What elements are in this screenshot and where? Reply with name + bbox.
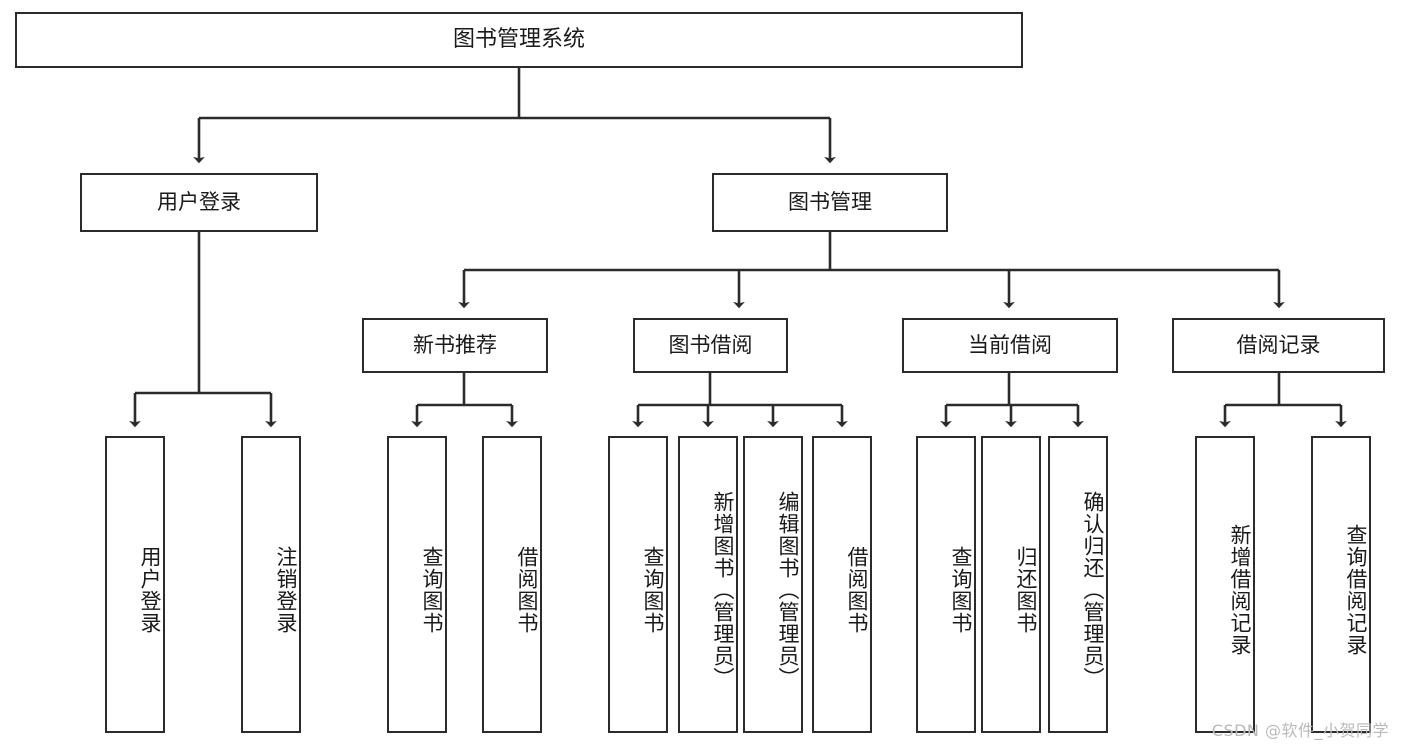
- node-label: 当前借阅: [968, 333, 1052, 358]
- node-label: 查询图书: [641, 545, 665, 634]
- leaf-user-login-signin[interactable]: 用户登录: [105, 436, 165, 733]
- node-label: 编辑图书（管理员）: [776, 490, 800, 689]
- leaf-user-login-signout[interactable]: 注销登录: [241, 436, 301, 733]
- node-label: 借阅图书: [845, 545, 869, 634]
- node-borrow-record[interactable]: 借阅记录: [1172, 318, 1385, 373]
- node-label: 用户登录: [157, 190, 241, 215]
- node-label: 确认归还（管理员）: [1081, 490, 1105, 689]
- node-label: 图书借阅: [668, 333, 753, 358]
- node-current-borrow[interactable]: 当前借阅: [902, 318, 1118, 373]
- watermark: CSDN @软件_小贺同学: [1211, 721, 1389, 740]
- leaf-record-add-record[interactable]: 新增借阅记录: [1195, 436, 1255, 733]
- leaf-borrow-borrow-book[interactable]: 借阅图书: [812, 436, 872, 733]
- leaf-borrow-add-book-admin[interactable]: 新增图书（管理员）: [678, 436, 738, 733]
- leaf-borrow-edit-book-admin[interactable]: 编辑图书（管理员）: [743, 436, 803, 733]
- node-book-management[interactable]: 图书管理: [712, 173, 948, 232]
- node-root-system[interactable]: 图书管理系统: [15, 12, 1023, 68]
- node-label: 归还图书: [1014, 545, 1038, 634]
- node-label: 查询图书: [949, 545, 973, 634]
- leaf-recommend-query-book[interactable]: 查询图书: [387, 436, 447, 733]
- node-label: 查询借阅记录: [1344, 523, 1368, 656]
- node-label: 用户登录: [138, 545, 162, 634]
- leaf-recommend-borrow-book[interactable]: 借阅图书: [482, 436, 542, 733]
- leaf-record-query-record[interactable]: 查询借阅记录: [1311, 436, 1371, 733]
- leaf-current-confirm-return-admin[interactable]: 确认归还（管理员）: [1048, 436, 1108, 733]
- node-label: 图书管理系统: [452, 26, 585, 52]
- leaf-current-return-book[interactable]: 归还图书: [981, 436, 1041, 733]
- node-label: 查询图书: [420, 545, 444, 634]
- leaf-borrow-query-book[interactable]: 查询图书: [608, 436, 668, 733]
- node-label: 借阅记录: [1236, 333, 1321, 358]
- node-label: 新增图书（管理员）: [711, 490, 735, 689]
- node-label: 新增借阅记录: [1228, 523, 1252, 656]
- node-book-borrow[interactable]: 图书借阅: [633, 318, 788, 373]
- leaf-current-query-book[interactable]: 查询图书: [916, 436, 976, 733]
- node-label: 图书管理: [788, 190, 872, 215]
- node-label: 注销登录: [274, 545, 298, 634]
- node-user-login[interactable]: 用户登录: [80, 173, 318, 232]
- node-label: 新书推荐: [413, 333, 497, 358]
- node-label: 借阅图书: [515, 545, 539, 634]
- node-new-book-recommend[interactable]: 新书推荐: [362, 318, 548, 373]
